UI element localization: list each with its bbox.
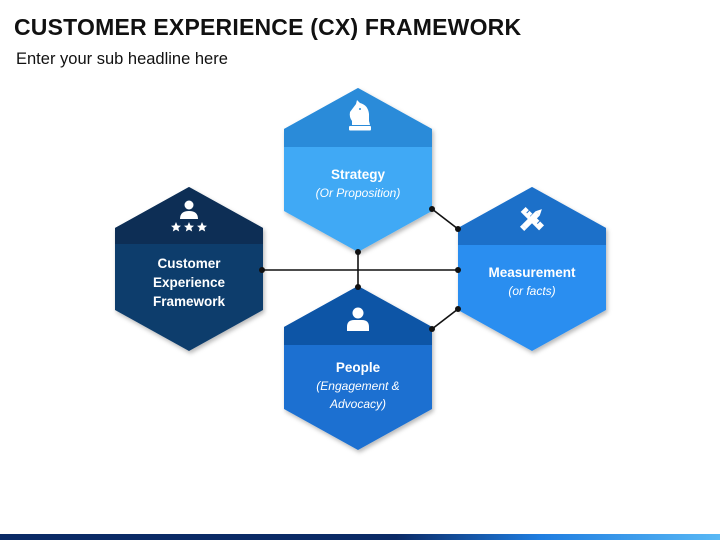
cx-framework-label: Customer Experience Framework — [152, 256, 226, 309]
person-icon — [347, 307, 369, 331]
measurement-sublabel: (or facts) — [508, 284, 556, 298]
person-with-stars-icon — [171, 200, 207, 232]
strategy-text: Strategy (Or Proposition) — [289, 165, 427, 202]
connector-dots — [259, 206, 461, 332]
cx-framework-text: Customer Experience Framework — [125, 254, 253, 311]
strategy-label: Strategy — [330, 167, 386, 182]
people-label: People — [335, 360, 381, 375]
connector-dot — [455, 267, 461, 273]
connector-dot — [355, 284, 361, 290]
connector-people-measurement — [431, 308, 459, 330]
people-text: People (Engagement & Advocacy) — [300, 358, 416, 413]
page-title: CUSTOMER EXPERIENCE (CX) FRAMEWORK — [14, 14, 522, 40]
connector-strategy-measurement — [431, 208, 459, 230]
measurement-label: Measurement — [488, 265, 576, 280]
connector-dot — [429, 206, 435, 212]
connector-dot — [455, 306, 461, 312]
connector-dot — [455, 226, 461, 232]
connector-lines — [262, 208, 459, 330]
ruler-pencil-icon — [519, 206, 545, 232]
footer-accent-bar — [0, 534, 720, 540]
connector-dot — [259, 267, 265, 273]
connector-dot — [429, 326, 435, 332]
measurement-text: Measurement (or facts) — [463, 263, 601, 300]
chess-knight-icon — [349, 100, 371, 131]
people-sublabel: (Engagement & Advocacy) — [316, 379, 400, 411]
page-subtitle: Enter your sub headline here — [16, 50, 228, 68]
strategy-sublabel: (Or Proposition) — [315, 186, 401, 200]
connector-dot — [355, 249, 361, 255]
